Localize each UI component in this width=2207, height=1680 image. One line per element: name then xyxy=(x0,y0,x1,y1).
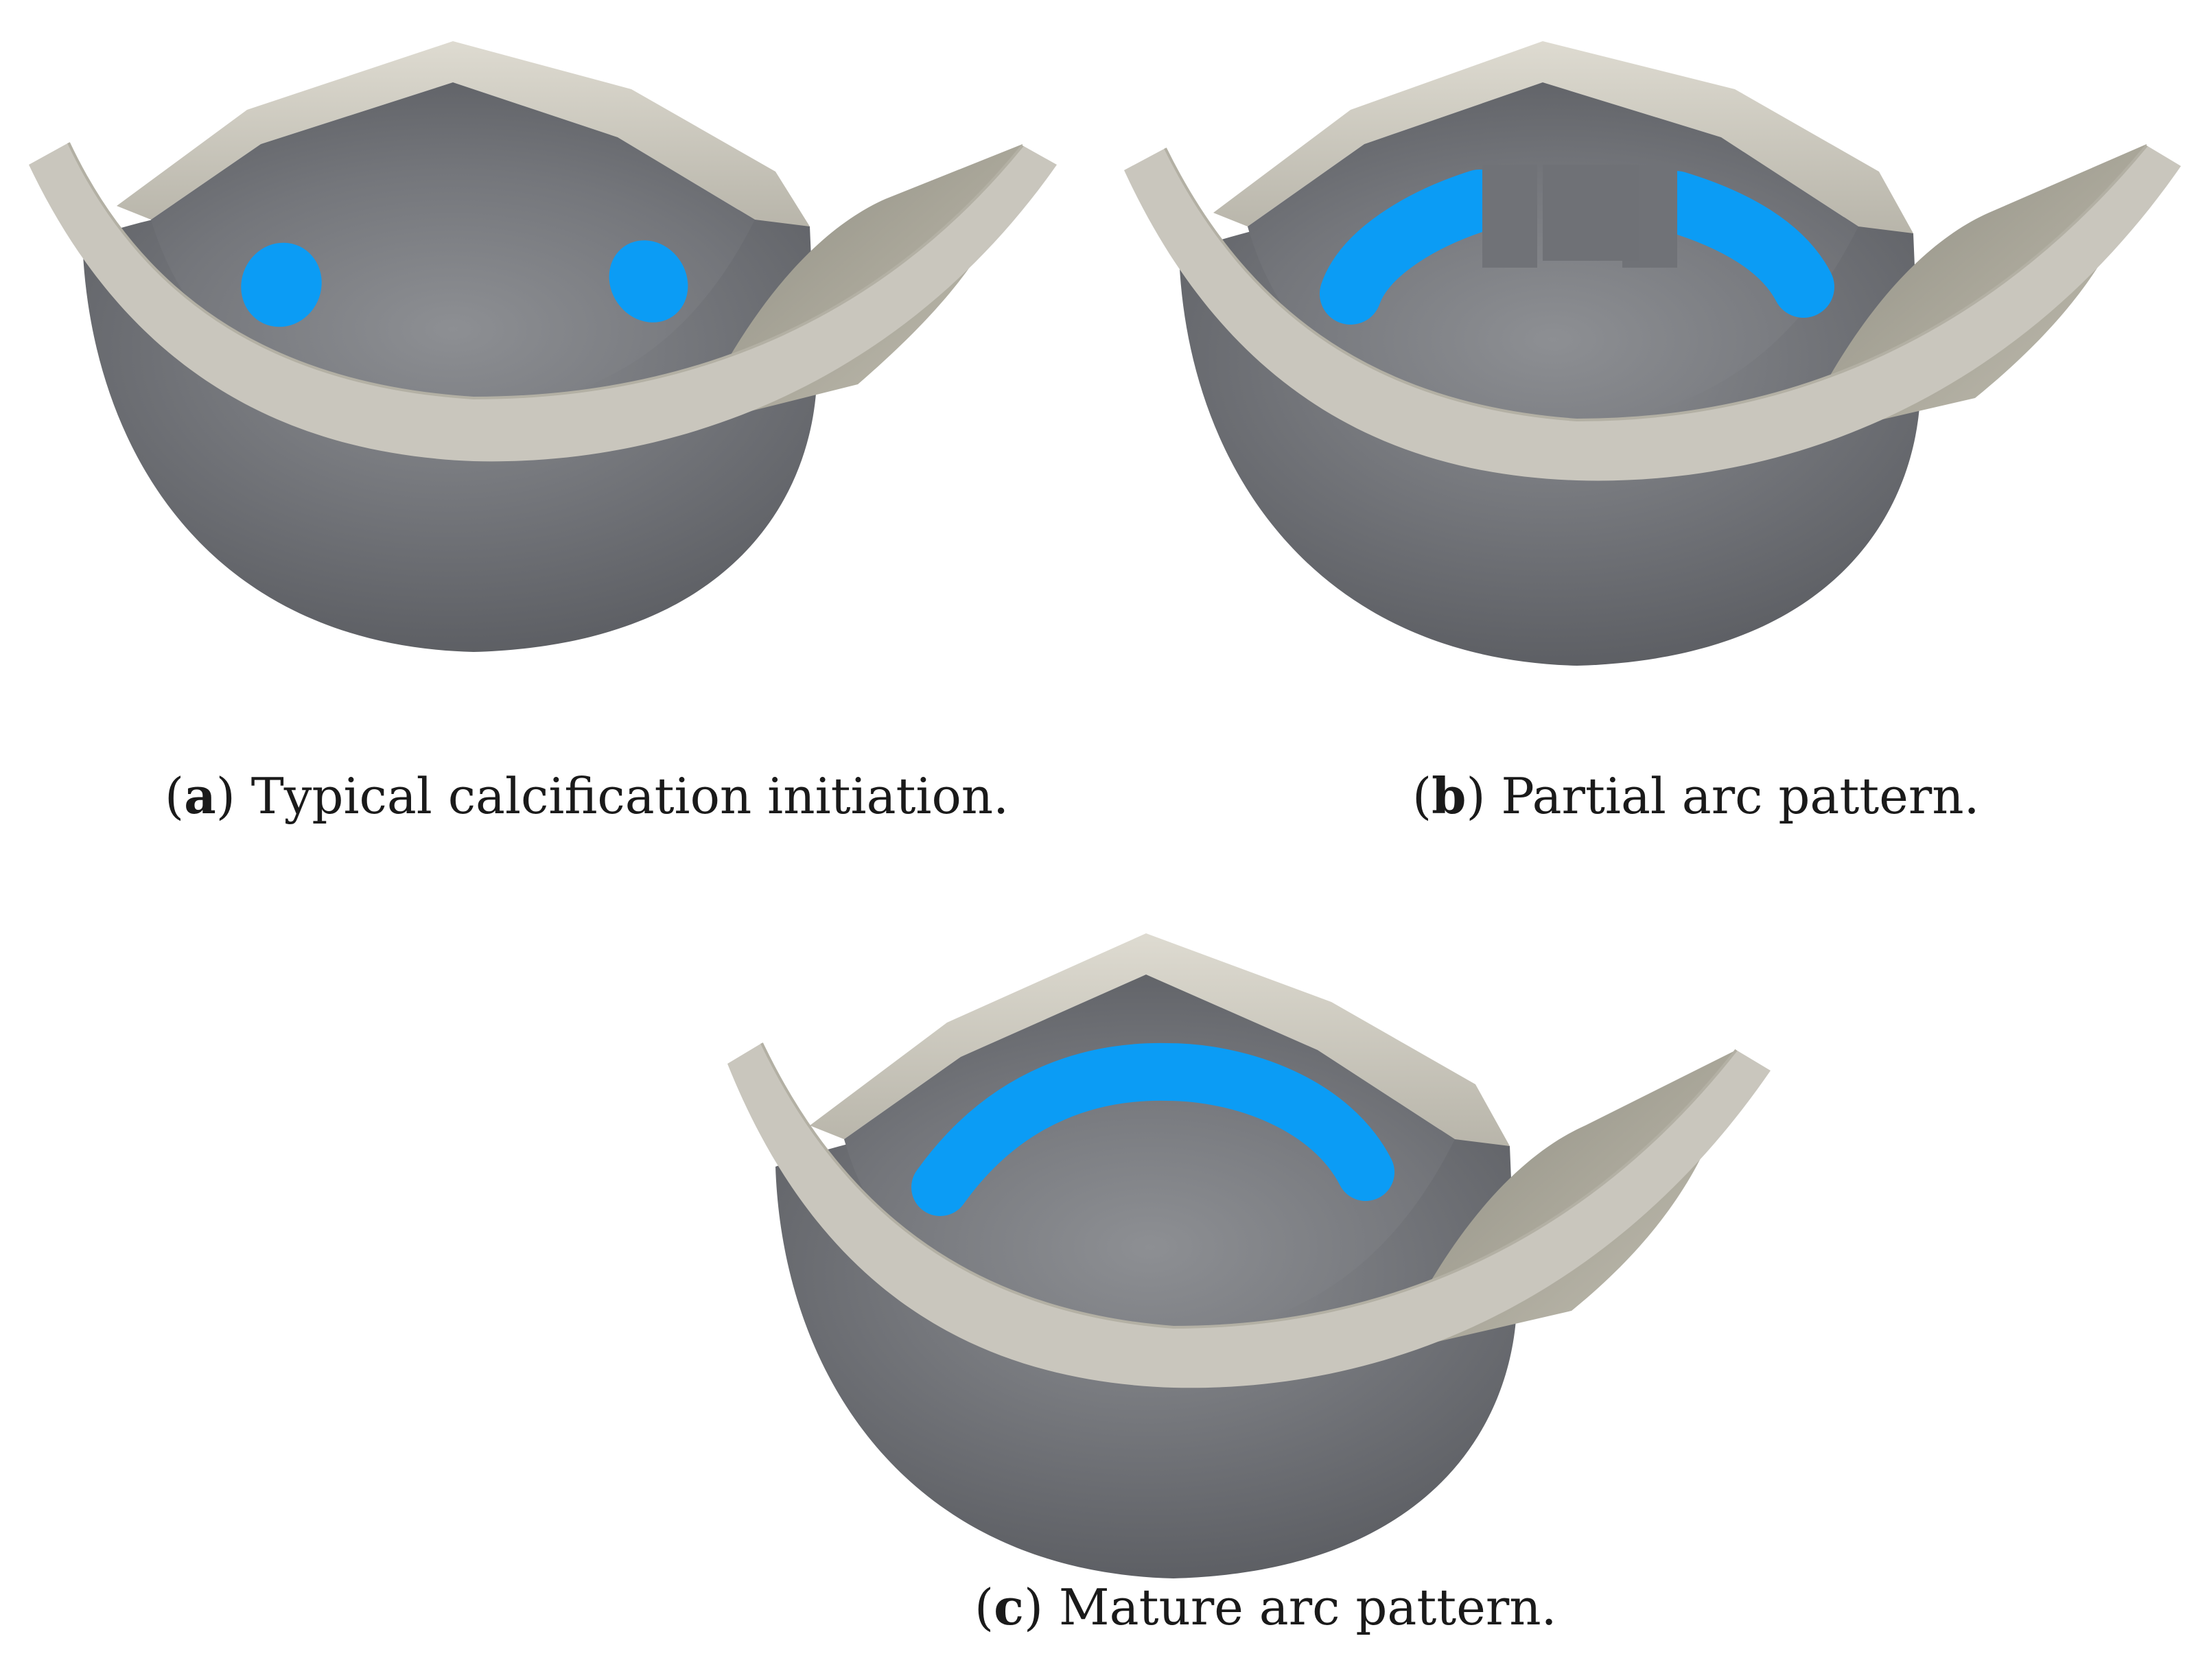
back-rim xyxy=(810,933,1510,1146)
arc-cut-left xyxy=(1482,165,1537,268)
calcification-arc-left xyxy=(1320,170,1510,325)
arc-gap xyxy=(1543,165,1639,261)
valve-model-b xyxy=(1124,41,2181,666)
calcification-spot-right xyxy=(609,240,688,323)
caption-text: Mature arc pattern. xyxy=(1058,1578,1557,1636)
caption-letter: a xyxy=(184,767,216,825)
valve-model-c xyxy=(727,933,1771,1578)
panel-c: (c) Mature arc pattern. xyxy=(707,920,1810,1640)
calcification-arc xyxy=(911,1042,1394,1216)
caption-a: (a) Typical calcification initiation. xyxy=(165,767,1009,825)
caption-letter: c xyxy=(994,1578,1024,1636)
caption-text: Partial arc pattern. xyxy=(1501,767,1980,825)
caption-letter: b xyxy=(1432,767,1467,825)
inner-surface xyxy=(844,975,1455,1338)
caption-c: (c) Mature arc pattern. xyxy=(974,1578,1557,1636)
caption-text: Typical calcification initiation. xyxy=(250,767,1009,825)
panel-b: (b) Partial arc pattern. xyxy=(1104,0,2207,821)
front-rim-band xyxy=(1124,145,2181,481)
panel-a: (a) Typical calcification initiation. xyxy=(0,0,1104,821)
valve-model-a xyxy=(29,41,1057,652)
front-rim-band xyxy=(727,1043,1771,1388)
calcification-spot-left xyxy=(241,242,322,327)
caption-b: (b) Partial arc pattern. xyxy=(1412,767,1980,825)
back-rim xyxy=(1213,41,1913,233)
front-rim-band xyxy=(29,143,1057,462)
calcification-arc-right xyxy=(1645,171,1834,318)
inner-surface xyxy=(151,82,755,412)
back-rim xyxy=(117,41,810,226)
